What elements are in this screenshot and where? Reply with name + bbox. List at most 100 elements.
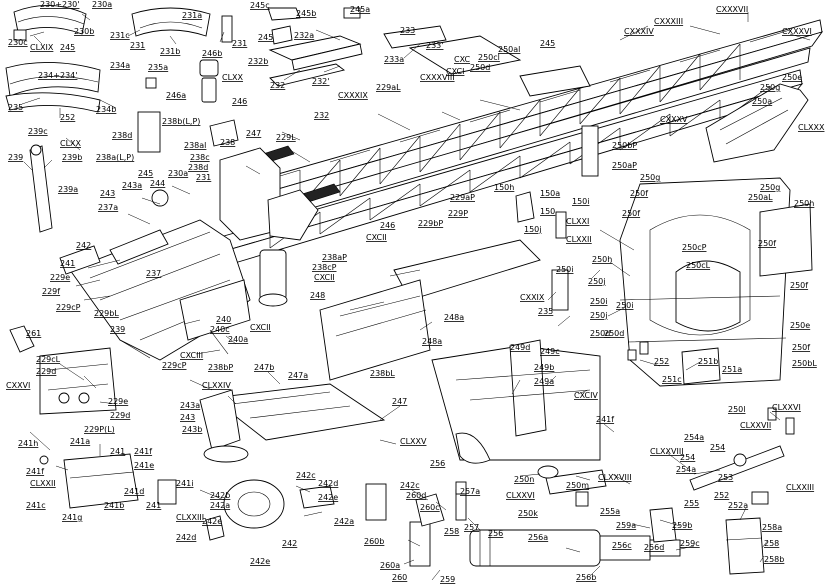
label-239a: 239a	[58, 185, 78, 194]
label-232-b: 232	[314, 111, 329, 120]
label-250f-a: 250f	[630, 189, 648, 198]
part-253-link	[689, 445, 785, 491]
label-249c: 249c	[540, 347, 560, 356]
label-252a: 252a	[728, 501, 748, 510]
label-247-b: 247	[392, 397, 407, 406]
label-250d-c: 250d	[604, 329, 624, 338]
label-250n: 250n	[514, 475, 534, 484]
label-249d: 249d	[510, 343, 530, 352]
label-229al: 229aL	[376, 83, 401, 92]
part-254-post	[767, 407, 795, 435]
label-242: 242	[76, 241, 91, 250]
label-251a: 251a	[722, 365, 742, 374]
label-250d-b: 250d	[590, 329, 610, 338]
label-257: 257	[464, 523, 479, 532]
label-clxxiii-b: CLXXIII	[176, 513, 204, 522]
part-230-arc-clamp	[13, 5, 87, 41]
label-234a: 234a	[110, 61, 130, 70]
label-229e-b: 229e	[108, 397, 128, 406]
label-241: 241	[60, 259, 75, 268]
label-250cl: 250cl	[478, 53, 500, 62]
label-250a: 250a	[752, 97, 772, 106]
label-clxix-top: CLXIX	[30, 43, 54, 52]
label-231c: 231c	[110, 31, 130, 40]
label-259c: 259c	[680, 539, 700, 548]
label-clxxii-b: CLXXII	[30, 479, 56, 488]
label-255: 255	[684, 499, 699, 508]
label-244: 244	[150, 179, 165, 188]
label-254a-b: 254a	[676, 465, 696, 474]
boom-base-cab	[219, 147, 319, 307]
label-242a: 242a	[210, 501, 230, 510]
part-234-arc-clamp	[5, 62, 101, 113]
label-250f-e: 250f	[792, 343, 810, 352]
label-clxxvi: CLXXVI	[772, 403, 801, 412]
part-231-arc-clamp	[131, 7, 233, 43]
label-238bl: 238bL	[370, 369, 395, 378]
label-250m: 250m	[566, 481, 589, 490]
label-260b: 260b	[364, 537, 384, 546]
label-246a: 246a	[166, 91, 186, 100]
label-252-c: 252	[714, 491, 729, 500]
label-229cl: 229cL	[36, 355, 61, 364]
label-248: 248	[310, 291, 325, 300]
label-231-b: 231	[232, 39, 247, 48]
label-260: 260	[392, 573, 407, 582]
label-243a-b: 243a	[180, 401, 200, 410]
label-241b: 241b	[104, 501, 124, 510]
label-cxxxix: CXXXIX	[338, 91, 368, 100]
label-242c: 242c	[296, 471, 316, 480]
label-cxciii: CXCIII	[180, 351, 203, 360]
part-246-bolt	[145, 59, 219, 103]
label-231a: 231a	[182, 11, 202, 20]
label-246: 246	[232, 97, 247, 106]
label-256c: 256c	[612, 541, 632, 550]
label-252-a: 252	[60, 113, 75, 122]
label-249a: 249a	[534, 377, 554, 386]
label-242a-b: 242a	[334, 517, 354, 526]
label-239-b: 239	[110, 325, 125, 334]
label-240c: 240c	[210, 325, 230, 334]
label-233a: 233a	[384, 55, 404, 64]
label-cxcii-c: CXCII	[250, 323, 271, 332]
label-255a: 255a	[600, 507, 620, 516]
label-clxxiv: CLXXIV	[202, 381, 231, 390]
label-254-a: 254	[680, 453, 695, 462]
label-250bl: 250bL	[792, 359, 817, 368]
label-229pl: 229P(L)	[84, 425, 115, 434]
label-241i: 241i	[176, 479, 194, 488]
label-252-b: 252	[654, 357, 669, 366]
part-255-link	[545, 469, 607, 507]
label-243b: 243b	[182, 425, 202, 434]
label-250f-d: 250f	[790, 281, 808, 290]
label-250h: 250h	[794, 199, 814, 208]
label-250i-b: 250i	[590, 297, 608, 306]
part-245-bracket	[267, 7, 361, 45]
label-253: 253	[718, 473, 733, 482]
label-242b: 242b	[210, 491, 230, 500]
label-250cl-b: 250cL	[686, 261, 711, 270]
label-242d: 242d	[318, 479, 338, 488]
label-clxx-a: CLXX	[222, 73, 244, 82]
label-238a-lp: 238a(L,P)	[96, 153, 134, 162]
label-251b: 251b	[698, 357, 718, 366]
label-245-a: 245	[60, 43, 75, 52]
label-241a: 241a	[70, 437, 90, 446]
part-247-pan	[199, 383, 386, 463]
label-238b-lp: 238b(L,P)	[162, 117, 200, 126]
label-247b: 247b	[254, 363, 274, 372]
label-245c: 245c	[250, 1, 270, 10]
label-250f-c: 250f	[758, 239, 776, 248]
part-250-cab-shell	[619, 177, 791, 387]
part-252a-block	[751, 491, 769, 505]
label-cxxix: CXXIX	[520, 293, 545, 302]
label-237a: 237a	[98, 203, 118, 212]
label-cxxxvi: CXXXVI	[782, 27, 812, 36]
label-250al: 250aL	[748, 193, 773, 202]
part-238-bracket	[137, 111, 239, 153]
label-cxci: CXCI	[446, 67, 464, 76]
label-clxxviii-b: CLXXVIII	[598, 473, 632, 482]
label-246b: 246b	[202, 49, 222, 58]
label-150j: 150j	[524, 225, 542, 234]
label-234-234p: 234+234'	[38, 71, 77, 80]
